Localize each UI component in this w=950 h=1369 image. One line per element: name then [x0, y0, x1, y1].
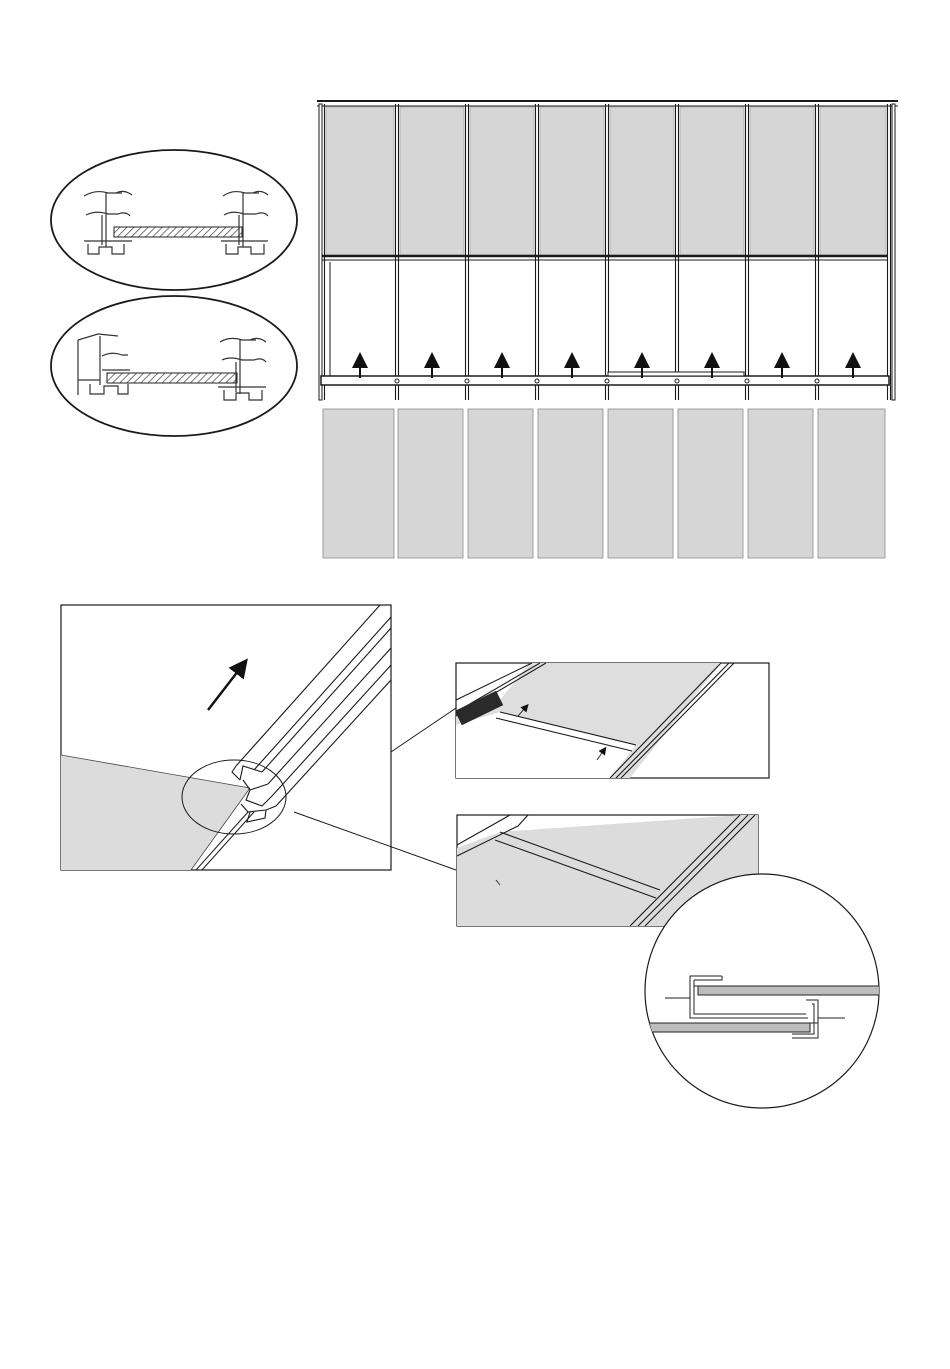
- bolt: [605, 379, 609, 383]
- installed-panel: [680, 107, 744, 255]
- installed-panel: [610, 107, 674, 255]
- loose-panels: [323, 409, 885, 558]
- loose-panel: [538, 409, 603, 558]
- profile-detail-intermediate: [51, 150, 297, 290]
- profile-detail-edge: [51, 296, 297, 436]
- bolt: [675, 379, 679, 383]
- bolt: [535, 379, 539, 383]
- loose-panel: [818, 409, 885, 558]
- loose-panel: [748, 409, 813, 558]
- roof-assembly: [317, 101, 898, 558]
- bolt: [465, 379, 469, 383]
- installed-panel: [750, 107, 814, 255]
- bolt: [745, 379, 749, 383]
- loose-panel: [468, 409, 533, 558]
- installed-panel: [470, 107, 534, 255]
- magnifier-circle-icon: [645, 874, 880, 1108]
- panel-in-profile-closeup: [455, 663, 769, 778]
- right-post: [892, 104, 895, 400]
- loose-panel: [608, 409, 673, 558]
- loose-panel: [323, 409, 394, 558]
- loose-panel: [678, 409, 743, 558]
- installed-panel: [820, 107, 886, 255]
- bolt: [395, 379, 399, 383]
- bolt: [815, 379, 819, 383]
- left-post: [319, 104, 322, 400]
- installed-panel: [540, 107, 604, 255]
- slide-in-perspective: [61, 605, 456, 870]
- installed-panel: [400, 107, 464, 255]
- loose-panel: [398, 409, 463, 558]
- installed-panel: [326, 107, 394, 255]
